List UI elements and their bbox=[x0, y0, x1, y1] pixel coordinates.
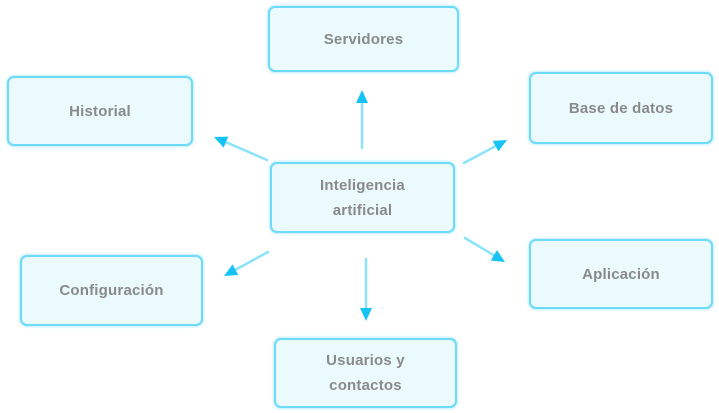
node-label: Base de datos bbox=[568, 99, 674, 117]
arrowhead-icon-servidores bbox=[356, 90, 368, 103]
connector-line-configuracion bbox=[232, 250, 270, 272]
diagram-node-usuarios-y-contactos: Usuarios y contactos bbox=[274, 338, 457, 408]
node-label: Configuración bbox=[59, 282, 164, 299]
node-label: Usuarios y contactos bbox=[326, 352, 405, 394]
connector-line-aplicacion bbox=[463, 236, 497, 258]
arrowhead-icon-aplicacion bbox=[490, 250, 505, 262]
diagram-node-servidores: Servidores bbox=[268, 6, 459, 72]
node-label: Aplicación bbox=[582, 265, 660, 283]
node-label: Historial bbox=[69, 102, 131, 120]
diagram-node-inteligencia-artificial: Inteligencia artificial bbox=[270, 162, 455, 233]
connector-line-base-de-datos bbox=[462, 143, 499, 165]
node-label: Inteligencia artificial bbox=[320, 176, 405, 219]
arrowhead-icon-base-de-datos bbox=[492, 140, 507, 152]
diagram-node-historial: Historial bbox=[7, 76, 193, 146]
arrowhead-icon-usuarios-y-contactos bbox=[360, 308, 372, 321]
diagram-node-aplicacion: Aplicación bbox=[529, 239, 713, 309]
arrowhead-icon-historial bbox=[214, 136, 229, 148]
diagram-node-configuracion: Configuración bbox=[20, 255, 203, 326]
diagram-node-base-de-datos: Base de datos bbox=[529, 72, 713, 144]
connector-line-historial bbox=[222, 140, 269, 162]
arrowhead-icon-configuracion bbox=[224, 264, 239, 276]
node-label: Servidores bbox=[323, 30, 404, 48]
